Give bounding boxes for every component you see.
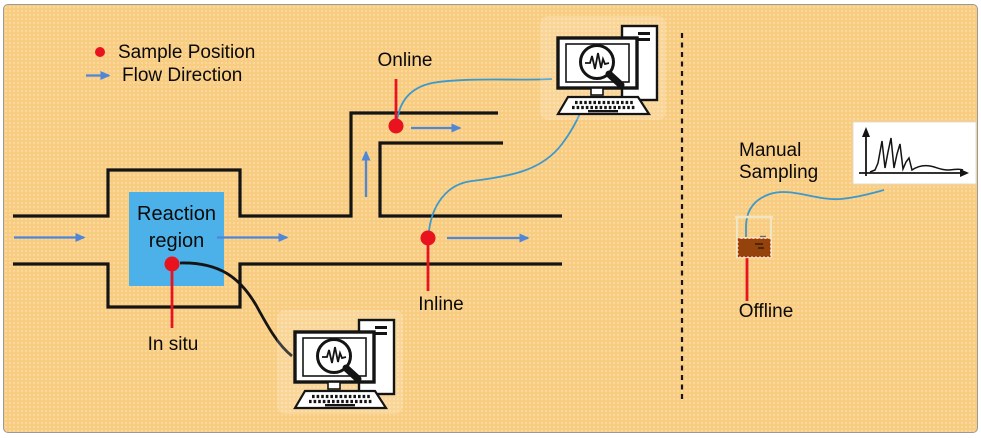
reaction-region-box [129,192,224,286]
in-situ-sample-dot [164,256,180,272]
tube-inline-to-computer [428,110,582,232]
pipe-top-wall [13,111,498,218]
flow-arrows [14,71,530,243]
inline-sample-dot [420,230,436,246]
offline-label: Offline [738,301,794,322]
reaction-region-label: Reaction region [137,203,216,252]
in-situ-label: In situ [147,334,199,355]
chromatogram-icon [852,121,977,185]
manual-sampling-label: Manual Sampling [739,140,819,184]
transfer-tubes [396,78,885,237]
pipe-branch-inner-wall [378,141,562,218]
figure-background [3,4,978,433]
chromatogram-peaks [869,137,964,173]
insitu-detector-computer-icon [277,310,403,414]
online-detector-computer-icon [540,16,666,120]
tube-online-to-computer [396,78,553,123]
online-sample-dot [388,118,404,134]
tube-beaker-to-chromatogram [745,189,885,237]
pipe-bottom-wall [13,262,562,309]
legend-flow-direction-label: Flow Direction [122,65,243,86]
beaker-icon [735,215,773,259]
legend-sample-position-label: Sample Position [118,42,256,63]
legend-sample-dot [95,47,105,57]
inline-label: Inline [418,294,464,315]
online-label: Online [377,50,433,71]
pipe-network [13,111,562,309]
